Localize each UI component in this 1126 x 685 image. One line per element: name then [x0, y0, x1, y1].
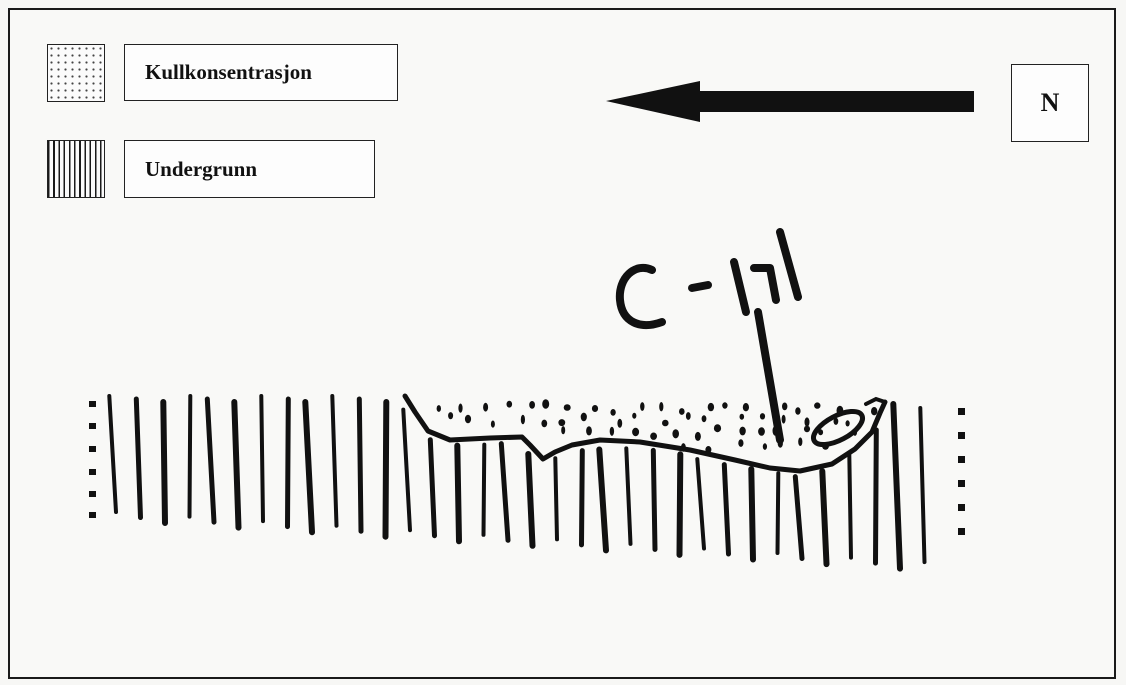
right-dotted-boundary — [958, 408, 965, 535]
subsoil-line — [359, 399, 361, 531]
subsoil-line — [528, 454, 532, 546]
charcoal-dot — [814, 402, 820, 408]
subsoil-line — [751, 469, 753, 560]
subsoil-line — [261, 396, 263, 521]
charcoal-dot — [632, 428, 639, 436]
subsoil-line — [136, 399, 140, 518]
charcoal-dot — [610, 427, 614, 436]
charcoal-dot — [722, 402, 727, 408]
subsoil-line — [234, 402, 238, 528]
subsoil-line — [582, 451, 583, 545]
charcoal-dot — [738, 439, 743, 447]
charcoal-dot — [798, 437, 802, 446]
charcoal-dot — [702, 415, 707, 422]
north-arrow-icon — [606, 81, 974, 122]
charcoal-dot — [760, 413, 765, 419]
subsoil-line — [920, 408, 924, 562]
subsoil-line — [403, 410, 410, 531]
charcoal-dot — [763, 443, 767, 450]
subsoil-line — [501, 444, 508, 541]
charcoal-dot — [782, 415, 786, 424]
charcoal-dot — [586, 426, 592, 435]
subsoil-line — [893, 404, 900, 569]
subsoil-line — [305, 402, 312, 532]
charcoal-dot — [795, 407, 800, 415]
charcoal-dot — [714, 424, 721, 432]
charcoal-dot — [483, 403, 488, 412]
subsoil-line — [680, 454, 681, 555]
subsoil-line — [795, 477, 802, 559]
charcoal-dot — [782, 403, 787, 411]
charcoal-dot — [541, 420, 547, 428]
charcoal-dot — [695, 432, 701, 441]
charcoal-dot — [659, 402, 663, 411]
charcoal-dot — [743, 403, 749, 411]
charcoal-dot — [507, 401, 513, 408]
charcoal-dot — [739, 427, 745, 436]
left-dotted-boundary — [89, 401, 96, 518]
charcoal-dot — [561, 426, 565, 434]
charcoal-dot — [558, 419, 565, 426]
subsoil-line — [430, 440, 434, 536]
charcoal-dot — [805, 417, 810, 426]
charcoal-dot — [662, 420, 669, 427]
charcoal-dot — [640, 402, 644, 411]
subsoil-line — [599, 450, 606, 551]
subsoil-line — [207, 399, 214, 522]
charcoal-dot — [758, 427, 765, 436]
charcoal-dot — [650, 433, 657, 440]
subsoil-line — [653, 450, 655, 549]
charcoal-dot — [679, 408, 685, 415]
subsoil-line — [626, 448, 630, 544]
charcoal-dot — [458, 404, 462, 413]
charcoal-dot — [871, 407, 877, 415]
charcoal-dot — [581, 413, 587, 422]
subsoil-line — [849, 455, 851, 558]
charcoal-dot — [686, 412, 691, 420]
subsoil-line — [457, 446, 459, 542]
charcoal-dot — [529, 401, 535, 409]
charcoal-dot — [542, 399, 549, 408]
subsoil-line — [876, 430, 877, 563]
subsoil-line — [332, 396, 336, 526]
subsoil-line — [778, 473, 779, 553]
charcoal-dot — [804, 426, 810, 433]
subsoil-line — [697, 459, 704, 548]
charcoal-dot — [708, 403, 714, 411]
subsoil-line — [163, 402, 165, 523]
charcoal-dot — [465, 415, 471, 424]
charcoal-dot — [632, 413, 636, 419]
charcoal-dot — [437, 405, 441, 412]
charcoal-dot — [521, 415, 525, 425]
charcoal-dot — [617, 419, 622, 428]
charcoal-dot — [564, 404, 571, 411]
subsoil-line — [484, 445, 485, 535]
charcoal-dot — [592, 405, 598, 412]
subsoil-vertical-lines — [109, 396, 924, 569]
charcoal-dot — [491, 421, 495, 428]
subsoil-line — [555, 458, 557, 539]
subsoil-line — [190, 396, 191, 517]
charcoal-dot — [846, 420, 850, 426]
charcoal-dot — [672, 429, 679, 438]
charcoal-dot — [740, 414, 745, 420]
subsoil-line — [822, 471, 826, 564]
subsoil-line — [724, 465, 728, 554]
subsoil-line — [288, 399, 289, 527]
subsoil-line — [109, 396, 116, 512]
charcoal-dot — [610, 409, 615, 416]
charcoal-dot — [448, 412, 453, 419]
subsoil-line — [386, 402, 387, 537]
